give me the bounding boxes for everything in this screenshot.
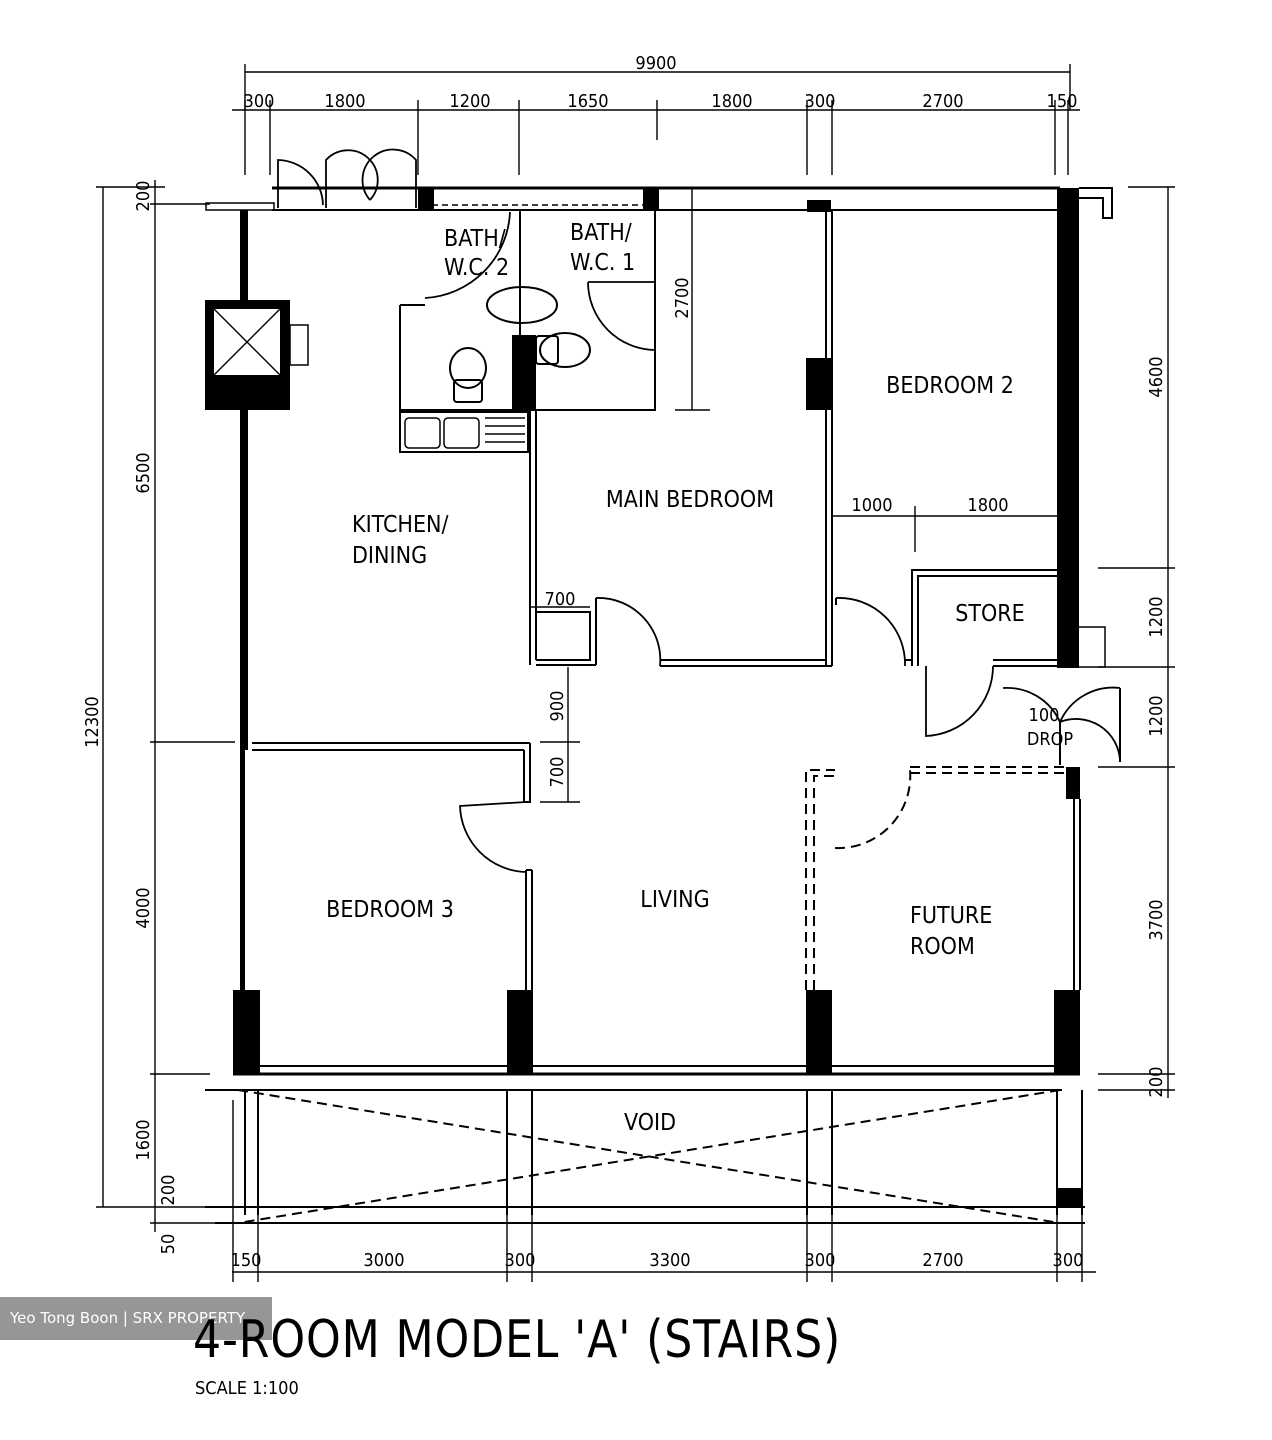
dim-left-4: 200 <box>158 1175 179 1206</box>
dim-left-0: 200 <box>133 181 154 212</box>
dim-left-total: 12300 <box>82 696 103 748</box>
dim-bottom-4: 300 <box>805 1250 836 1271</box>
dim-top-1: 1800 <box>324 91 365 112</box>
void-area <box>205 1089 1085 1224</box>
dim-top-5: 300 <box>805 91 836 112</box>
label-main-bedroom: MAIN BEDROOM <box>606 487 774 513</box>
dim-bottom-0: 150 <box>231 1250 262 1271</box>
dim-bottom-6: 300 <box>1053 1250 1084 1271</box>
dim-right-3: 3700 <box>1146 899 1167 940</box>
dim-top-2: 1200 <box>449 91 490 112</box>
dim-top-4: 1800 <box>711 91 752 112</box>
dim-bottom-2: 300 <box>505 1250 536 1271</box>
label-drop-line2: DROP <box>1027 729 1073 750</box>
dim-bath-depth: 2700 <box>672 277 693 318</box>
label-future-line2: ROOM <box>910 934 975 960</box>
label-bedroom-2: BEDROOM 2 <box>886 373 1014 399</box>
dim-top-total: 9900 <box>635 53 676 74</box>
label-future-line1: FUTURE <box>910 903 992 929</box>
dim-right-0: 4600 <box>1146 356 1167 397</box>
doors <box>277 148 1121 873</box>
dim-bed2-b: 1800 <box>967 495 1008 516</box>
label-bath2-line2: W.C. 2 <box>444 255 509 281</box>
dim-right-2: 1200 <box>1146 695 1167 736</box>
label-store: STORE <box>955 601 1025 627</box>
label-void: VOID <box>624 1110 676 1136</box>
dim-bottom-1: 3000 <box>363 1250 404 1271</box>
label-kitchen-line2: DINING <box>352 543 427 569</box>
label-kitchen-line1: KITCHEN/ <box>352 512 449 538</box>
dim-left-2: 4000 <box>133 887 154 928</box>
dim-bottom-3: 3300 <box>649 1250 690 1271</box>
label-bath1-line1: BATH/ <box>570 220 632 246</box>
dim-closet: 700 <box>545 589 576 610</box>
label-bath2-line1: BATH/ <box>444 226 506 252</box>
dim-left-3: 1600 <box>133 1119 154 1160</box>
room-labels: BATH/ W.C. 2 BATH/ W.C. 1 BEDROOM 2 MAIN… <box>326 220 1073 1136</box>
dim-corridor-b: 700 <box>547 757 568 788</box>
dim-top-6: 2700 <box>922 91 963 112</box>
fixtures <box>449 286 591 403</box>
dim-bed2-a: 1000 <box>851 495 892 516</box>
watermark: Yeo Tong Boon | SRX PROPERTY <box>0 1297 272 1340</box>
dim-right-1: 1200 <box>1146 596 1167 637</box>
dim-left-1: 6500 <box>133 452 154 493</box>
walls <box>205 186 1113 1091</box>
label-drop-line1: 100 <box>1029 705 1060 726</box>
dimension-labels: 9900 300 1800 1200 1650 1800 300 2700 15… <box>82 53 1167 1271</box>
dim-right-4: 200 <box>1146 1067 1167 1098</box>
label-bedroom-3: BEDROOM 3 <box>326 897 454 923</box>
dim-top-0: 300 <box>244 91 275 112</box>
dim-top-3: 1650 <box>567 91 608 112</box>
label-living: LIVING <box>640 887 709 913</box>
dim-left-5: 50 <box>158 1234 179 1255</box>
dim-bottom-5: 2700 <box>922 1250 963 1271</box>
dim-top-7: 150 <box>1047 91 1078 112</box>
plan-title: 4-ROOM MODEL 'A' (STAIRS) <box>193 1310 842 1370</box>
plan-scale: SCALE 1:100 <box>195 1378 299 1399</box>
dimension-lines <box>96 64 1175 1282</box>
dim-corridor-a: 900 <box>547 691 568 722</box>
label-bath1-line2: W.C. 1 <box>570 250 635 276</box>
